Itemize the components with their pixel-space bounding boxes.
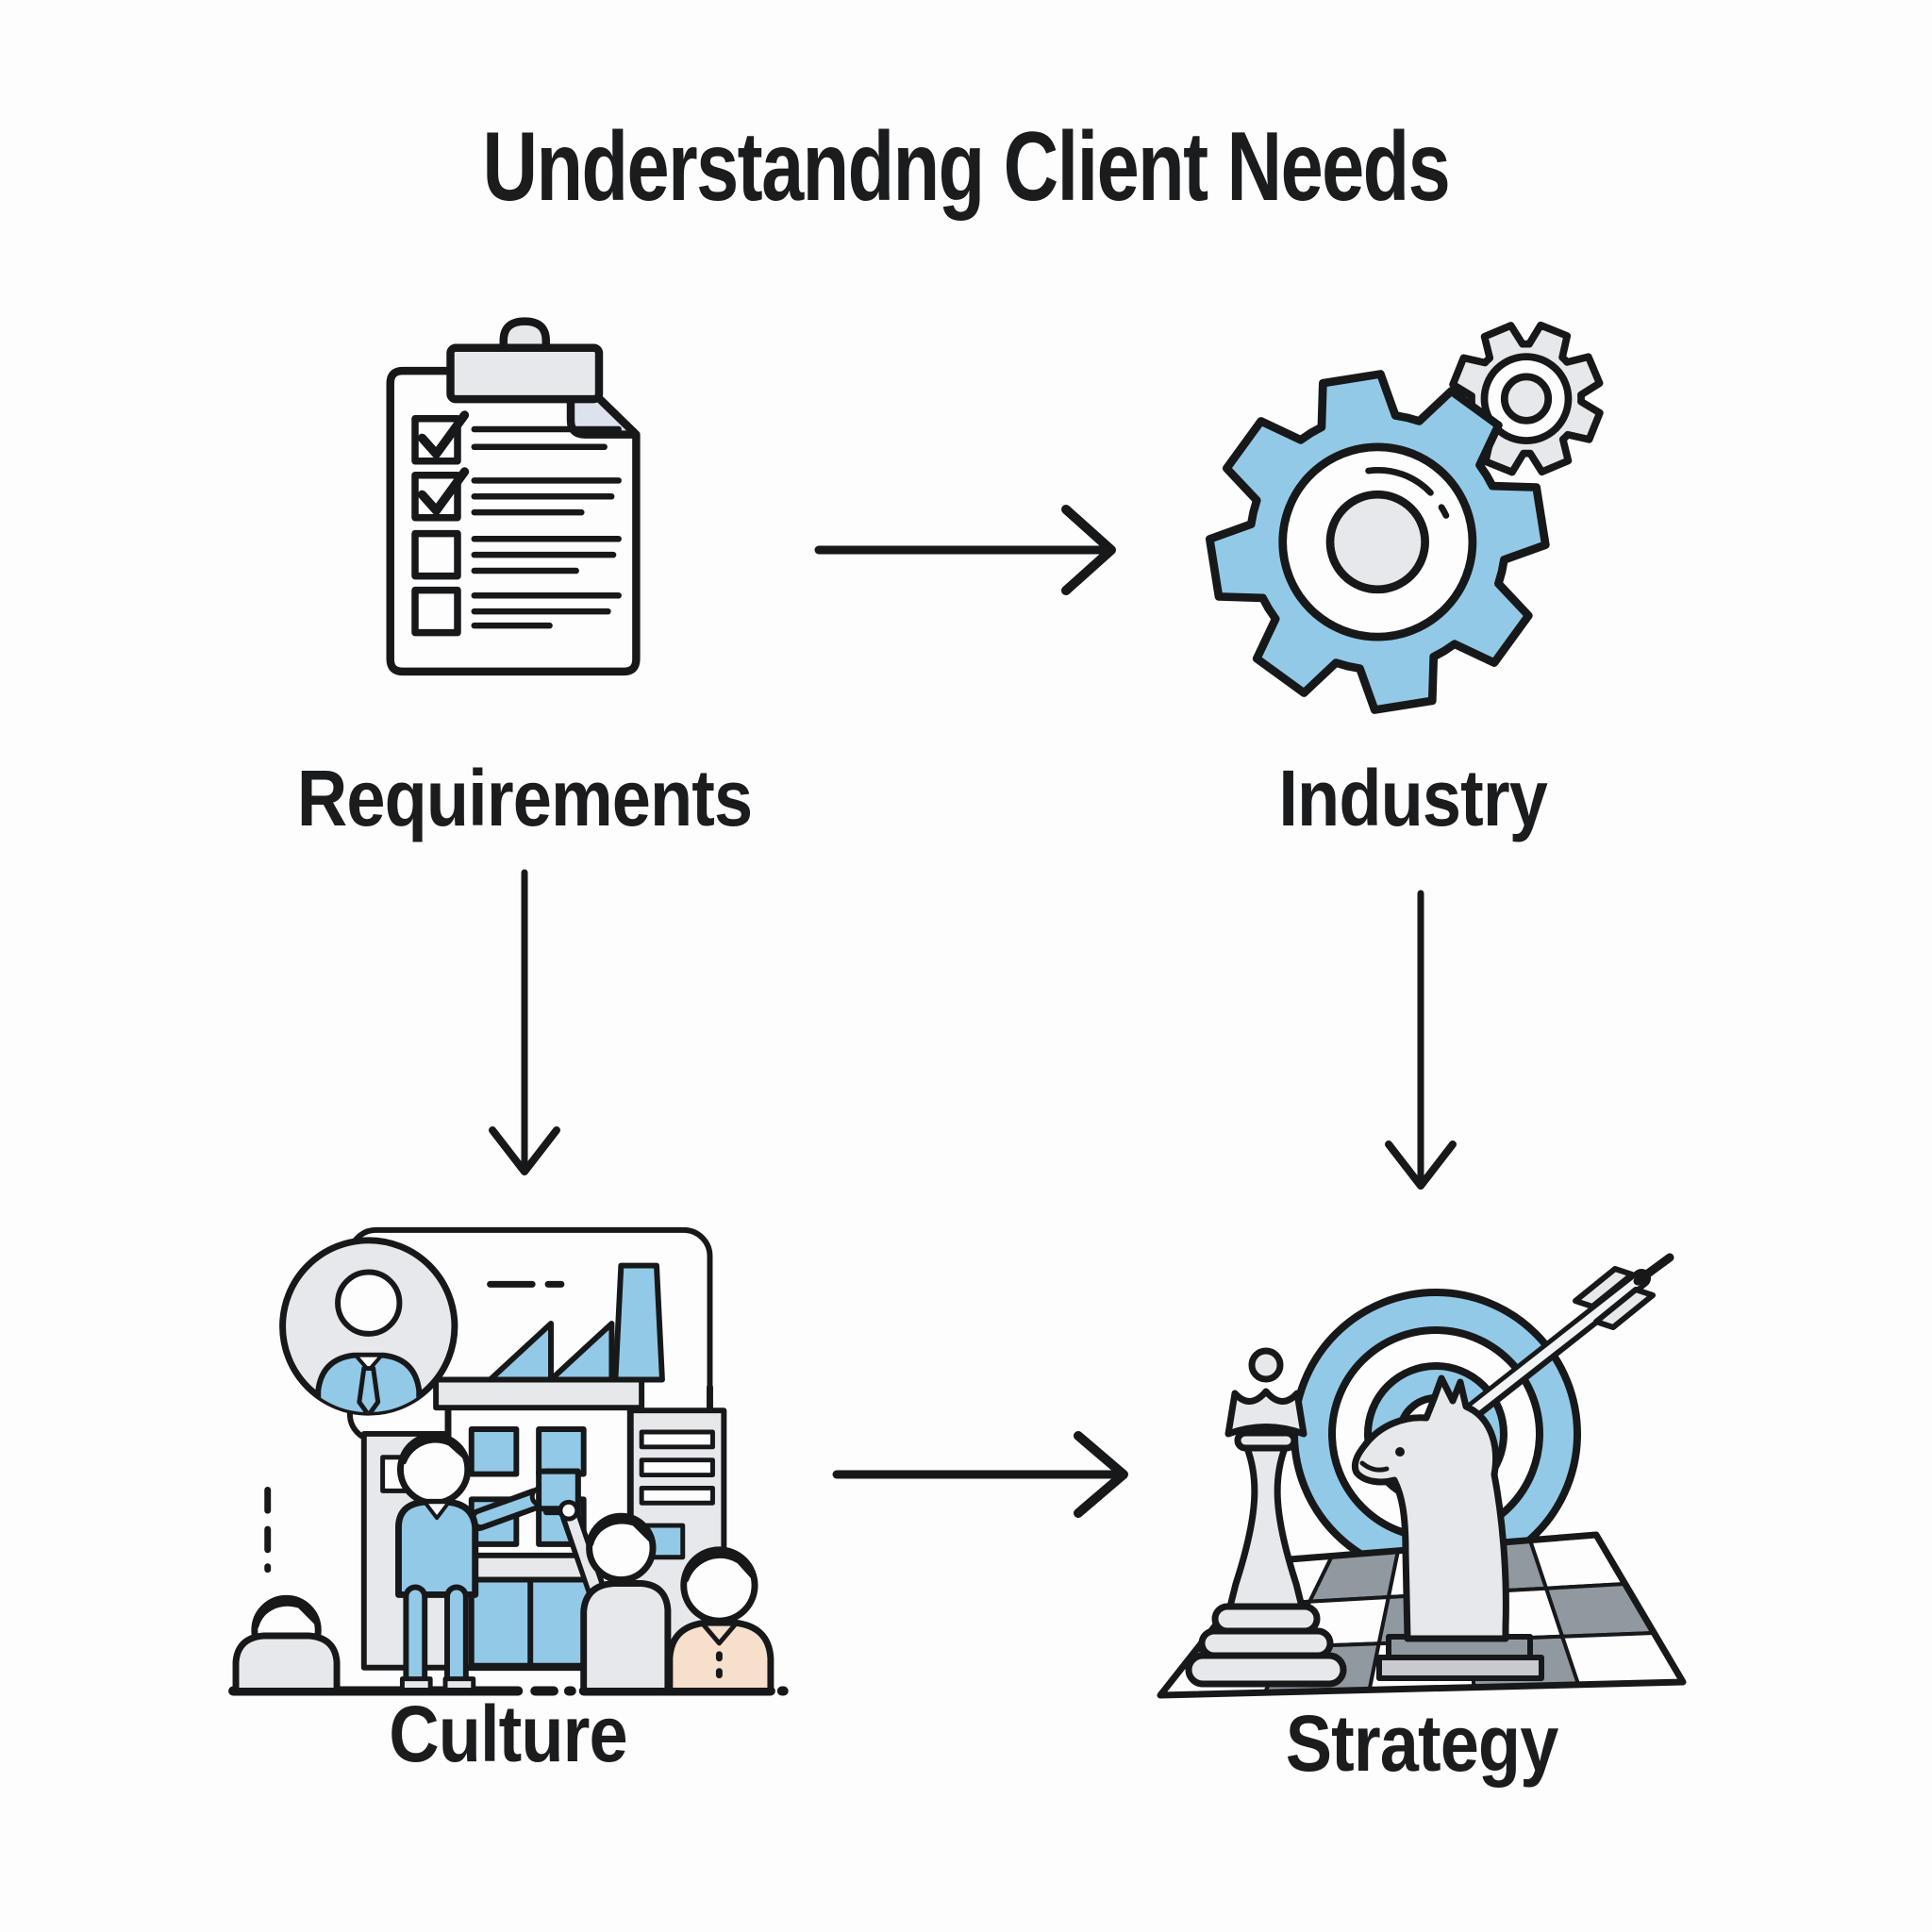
big-gear-icon [1205,370,1550,714]
small-gear-hub [1500,373,1553,425]
checkmark-icon [417,467,470,515]
audience-person-right [666,1546,774,1694]
checklist-text-lines [471,425,622,629]
chess-knight [1351,1374,1509,1642]
checkbox-empty [411,529,461,580]
window [536,1426,587,1477]
right-wing-window [639,1429,715,1450]
gear-highlight-dash [1438,504,1450,519]
window [468,1426,520,1477]
checkmark-icon [417,410,470,458]
pedestal [1376,1634,1544,1681]
arrow-fletching [1573,1266,1635,1309]
arrow-requirements-to-industry [814,505,1116,595]
diagram-title: Understandng Client Needs [0,111,1932,224]
decor-dashes [264,1280,713,1574]
arrow-fletching [1593,1287,1656,1330]
audience-person-left [232,1594,341,1694]
arrow-culture-to-strategy [832,1431,1128,1518]
factory-roof-tooth [487,1321,554,1383]
knight-eye [1395,1447,1405,1457]
label-requirements: Requirements [296,754,753,842]
chess-target-arrow-icon [1157,1253,1687,1699]
label-culture: Culture [388,1690,627,1778]
arrow-industry-to-strategy [1385,890,1457,1190]
building-people-icon [228,1226,789,1696]
right-wing-window [639,1485,715,1506]
checklist-clipboard-icon [386,317,641,676]
chessboard-cell [1560,1631,1685,1687]
big-gear-hub [1325,490,1429,594]
clipboard-clip [446,343,604,404]
checklist-rows [411,410,622,637]
gear-highlight-arc [1365,467,1434,496]
label-industry: Industry [1278,754,1548,842]
audience-person-raised-hand [536,1468,672,1694]
diagram-title-text: Understandng Client Needs [482,112,1451,222]
chess-queen [1185,1347,1347,1688]
hair [254,1601,319,1629]
cornice [433,1376,645,1411]
factory-chimney [612,1262,665,1383]
hair [401,1437,467,1465]
hair [684,1552,755,1583]
arrow-requirements-to-culture [489,869,560,1175]
clipboard-clip-tab [499,317,550,352]
label-strategy: Strategy [1285,1699,1559,1788]
checkbox-empty [411,586,461,637]
right-wing-window [639,1457,715,1478]
factory-roof-tooth [548,1321,615,1383]
gears-icon [1205,321,1604,714]
avatar [279,1237,458,1416]
hair [589,1518,654,1547]
